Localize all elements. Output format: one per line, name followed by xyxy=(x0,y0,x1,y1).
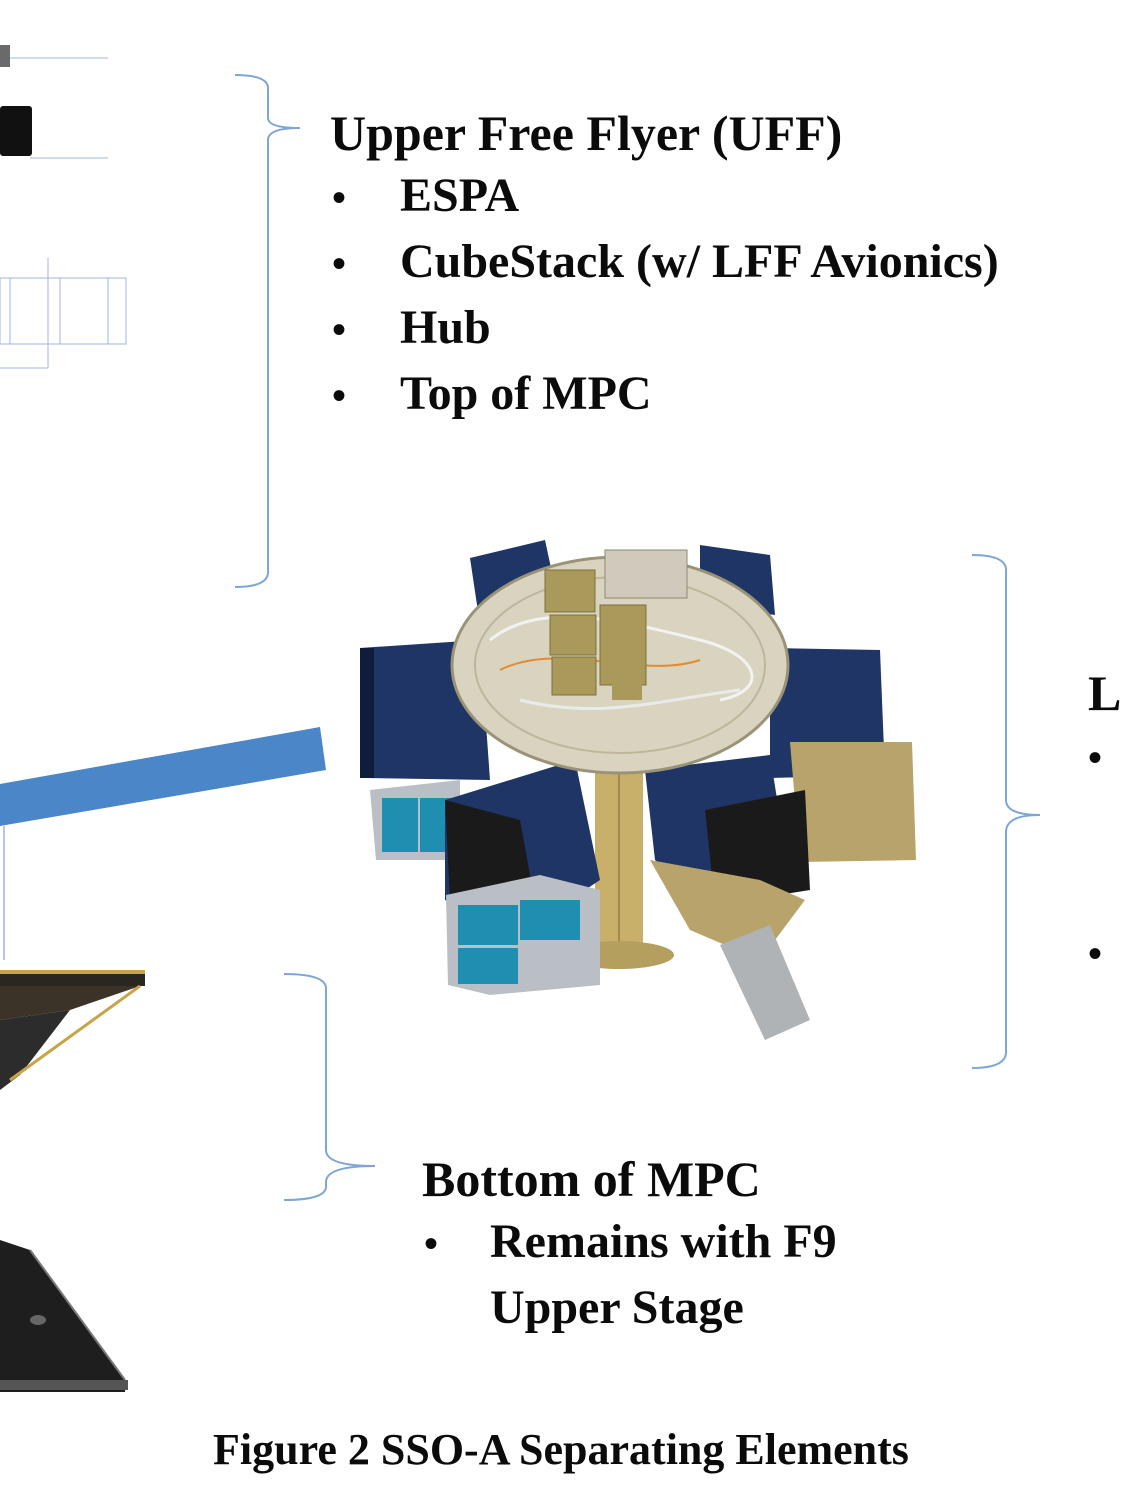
uff-item-cubestack: CubeStack (w/ LFF Avionics) xyxy=(400,235,999,288)
mpc-item-upper-stage: Upper Stage xyxy=(490,1281,744,1334)
bullet-icon: • xyxy=(332,307,347,352)
mpc-bottom-hardware xyxy=(0,970,145,1392)
lff-heading-partial: L xyxy=(1088,665,1122,721)
bullet-icon: • xyxy=(424,1221,439,1266)
lower-free-flyer-assembly xyxy=(360,540,916,1040)
uff-bracket xyxy=(234,74,301,588)
bullet-icon: • xyxy=(332,241,347,286)
lff-bracket xyxy=(971,554,1041,1069)
uff-partial-wireframe xyxy=(0,45,127,369)
uff-item-hub: Hub xyxy=(400,301,491,354)
figure-caption: Figure 2 SSO-A Separating Elements xyxy=(213,1425,909,1474)
bullet-icon: • xyxy=(332,373,347,418)
bullet-icon: • xyxy=(1088,735,1103,780)
bullet-icon: • xyxy=(332,175,347,220)
bullet-icon: • xyxy=(1088,931,1103,976)
mpc-heading: Bottom of MPC xyxy=(422,1151,761,1207)
uff-heading: Upper Free Flyer (UFF) xyxy=(330,105,843,161)
uff-item-espa: ESPA xyxy=(400,169,520,222)
separation-boom xyxy=(0,727,326,826)
mpc-bracket xyxy=(283,973,376,1201)
uff-item-top-mpc: Top of MPC xyxy=(400,367,652,420)
mpc-item-remains: Remains with F9 xyxy=(490,1215,837,1268)
